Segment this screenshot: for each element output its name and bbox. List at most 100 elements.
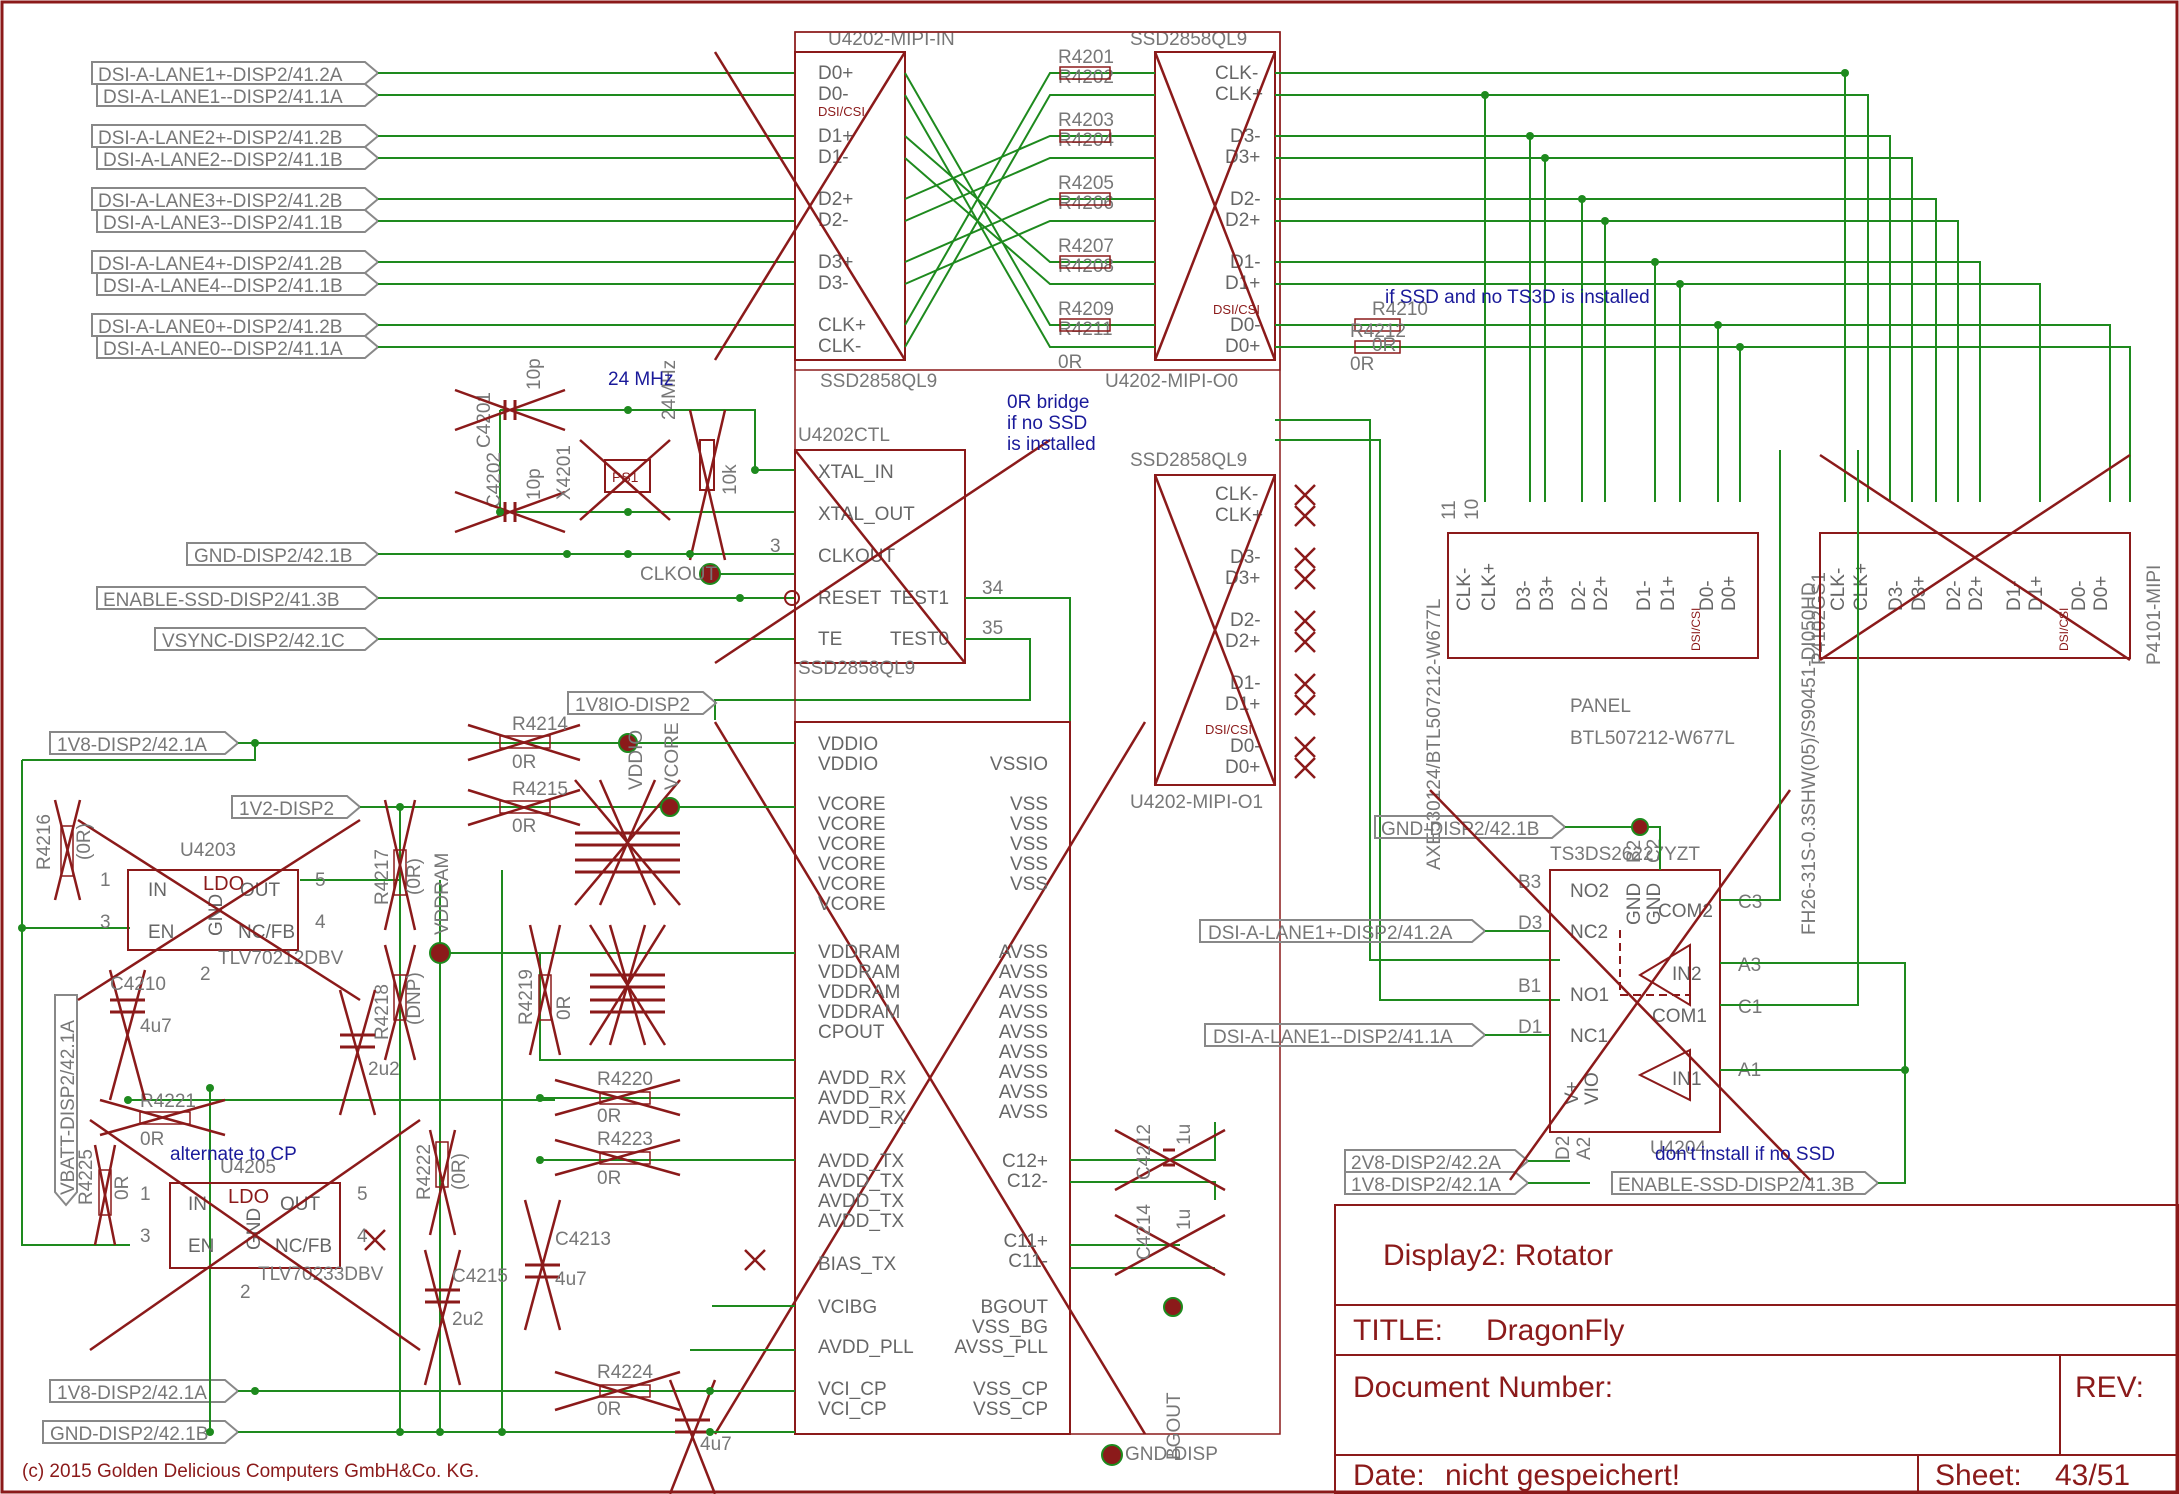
output-wires bbox=[1275, 72, 2131, 1001]
netlabel-2v8-r: 2V8-DISP2/42.2A bbox=[1344, 1149, 1530, 1174]
bridge-note: 0R bridge bbox=[1007, 392, 1089, 413]
pin-number: 2 bbox=[200, 964, 211, 985]
resistor-value: 0R bbox=[597, 1106, 621, 1127]
netlabel-text: GND-DISP2/42.1B bbox=[1381, 819, 1539, 840]
netlabel-text: 1V8-DISP2/42.1A bbox=[1351, 1175, 1501, 1196]
pin-label: D3+ bbox=[1225, 568, 1260, 589]
power-pin-label: C11- bbox=[1008, 1251, 1048, 1272]
u4205-body bbox=[169, 1182, 341, 1269]
resistor-value: (0R) bbox=[449, 1153, 470, 1190]
power-pin-label: AVDD_TX bbox=[818, 1171, 905, 1192]
pin-label: D3+ bbox=[818, 252, 853, 273]
resistor-value: 0R bbox=[1372, 335, 1396, 356]
netlabel-text: DSI-A-LANE2--DISP2/41.1B bbox=[103, 150, 343, 171]
u4202-ctl: U4202CTL SSD2858QL9 XTAL_IN XTAL_OUT CLK… bbox=[714, 425, 1071, 785]
sheet-label: Sheet: bbox=[1935, 1459, 2022, 1492]
pin-label: D1+ bbox=[1658, 576, 1679, 611]
resistor-label: R4206 bbox=[1058, 193, 1114, 214]
pin-label: IN bbox=[188, 1194, 207, 1215]
netlabel-lane4p: DSI-A-LANE4+-DISP2/41.2B bbox=[91, 250, 380, 275]
pin-label: CLK+ bbox=[1479, 563, 1500, 611]
power-pin-label: VSS bbox=[1010, 794, 1048, 815]
pin-label: D0- bbox=[1230, 736, 1261, 757]
netlabel-lane2m: DSI-A-LANE2--DISP2/41.1B bbox=[96, 146, 380, 171]
pin-label: D0+ bbox=[2091, 576, 2112, 611]
pin-tag: DSI/CSI bbox=[1205, 722, 1252, 737]
gnd-testpoint bbox=[1101, 1444, 1123, 1466]
power-pin-label: VDDRAM bbox=[818, 1002, 900, 1023]
netlabel-lane3p: DSI-A-LANE3+-DISP2/41.2B bbox=[91, 187, 380, 212]
netlabel-text: GND-DISP2/42.1B bbox=[194, 546, 352, 567]
resistor-label: R4221 bbox=[140, 1091, 196, 1112]
resistor-label: R4225 bbox=[76, 1149, 97, 1205]
pin-label: D0+ bbox=[1225, 336, 1260, 357]
resistor-value: 0R bbox=[554, 996, 575, 1020]
cap-value: 4u7 bbox=[700, 1434, 732, 1455]
resistor-label: R4202 bbox=[1058, 67, 1114, 88]
u4202-o1-title: SSD2858QL9 bbox=[1130, 450, 1247, 471]
netlabel-text: ENABLE-SSD-DISP2/41.3B bbox=[1618, 1175, 1855, 1196]
netlabel-en-r: ENABLE-SSD-DISP2/41.3B bbox=[1611, 1171, 1880, 1196]
u4202-mipi-in: U4202-MIPI-IN SSD2858QL9 D0+ D0- DSI/CSI… bbox=[713, 29, 1281, 392]
cap-label: C4212 bbox=[1134, 1124, 1155, 1180]
pin-label: D1- bbox=[818, 147, 849, 168]
pin-label: EN bbox=[148, 922, 174, 943]
crystal-label: X4201 bbox=[554, 445, 575, 500]
netlabel-text: DSI-A-LANE4--DISP2/41.1B bbox=[103, 276, 343, 297]
pin-number: 5 bbox=[315, 870, 326, 891]
power-pin-label: AVSS_PLL bbox=[954, 1337, 1048, 1358]
netlabel-vsync: VSYNC-DISP2/42.1C bbox=[154, 627, 380, 652]
power-pin-label: VSS_CP bbox=[973, 1399, 1048, 1420]
pin-label: D2+ bbox=[1591, 576, 1612, 611]
pin-label: CLK- bbox=[818, 336, 861, 357]
netlabel-text: VBATT-DISP2/42.1A bbox=[58, 1020, 79, 1195]
pin-number: 1 bbox=[100, 870, 111, 891]
netlabel-text: 1V2-DISP2 bbox=[239, 799, 334, 820]
u4202-power bbox=[713, 31, 1281, 1435]
c12-c11-caps: C4212 1u C4214 1u bbox=[1070, 1122, 1226, 1277]
power-pin-label: BGOUT bbox=[980, 1297, 1048, 1318]
ldo-tag: LDO bbox=[203, 873, 244, 895]
ssd-ts3d-note: if SSD and no TS3D is installed bbox=[1385, 287, 1650, 308]
resistor-label: R4203 bbox=[1058, 110, 1114, 131]
switch-ref: U4204 bbox=[1650, 1138, 1706, 1159]
power-pin-label: BIAS_TX bbox=[818, 1254, 896, 1275]
power-pin-label: VSS_BG bbox=[972, 1317, 1048, 1338]
power-pin-label: VSS bbox=[1010, 854, 1048, 875]
pin-label: EN bbox=[188, 1236, 214, 1257]
pin-number: 4 bbox=[357, 1226, 368, 1247]
netlabel-lane3m: DSI-A-LANE3--DISP2/41.1B bbox=[96, 209, 380, 234]
pin-label: D2+ bbox=[818, 189, 853, 210]
pin-number: 4 bbox=[315, 912, 326, 933]
u4204-switch: GND-DISP2/42.1B DSI-A-LANE1+-DISP2/41.2A… bbox=[1199, 450, 1909, 1196]
pin-number: 34 bbox=[982, 578, 1004, 599]
netlabel-lane1p-r: DSI-A-LANE1+-DISP2/41.2A bbox=[1199, 919, 1487, 944]
pin-label: GND bbox=[1644, 883, 1665, 925]
pin-label: NC1 bbox=[1570, 1026, 1608, 1047]
u4202-o0-part: U4202-MIPI-O0 bbox=[1105, 371, 1238, 392]
cap-label: C4215 bbox=[452, 1266, 508, 1287]
resistor-value: 0R bbox=[512, 752, 536, 773]
cap-value: 2u2 bbox=[452, 1309, 484, 1330]
frequency-note: 24 MHz bbox=[608, 369, 673, 390]
r4210-r4212: R4210 R4212 0R 0R if SSD and no TS3D is … bbox=[1350, 287, 1650, 375]
power-pin-label: AVSS bbox=[999, 1082, 1048, 1103]
resistor-label: R4218 bbox=[372, 984, 393, 1040]
pin-label: D1- bbox=[1230, 252, 1261, 273]
pin-label: XTAL_IN bbox=[818, 462, 894, 483]
pin-number: D3 bbox=[1518, 913, 1542, 934]
pin-number: 5 bbox=[357, 1184, 368, 1205]
netlabel-text: DSI-A-LANE2+-DISP2/41.2B bbox=[98, 128, 342, 149]
power-pin-label: VDDRAM bbox=[818, 942, 900, 963]
pin-label: D3+ bbox=[1225, 147, 1260, 168]
pin-label: NC/FB bbox=[275, 1236, 332, 1257]
netlabel-1v8io: 1V8IO-DISP2 bbox=[567, 691, 718, 716]
resistor-label: R4209 bbox=[1058, 299, 1114, 320]
pin-label: OUT bbox=[240, 880, 281, 901]
testpoint-label: VDDIO bbox=[626, 730, 647, 790]
panel-part: BTL507212-W677L bbox=[1570, 728, 1735, 749]
resistor-value: 0R bbox=[1350, 354, 1374, 375]
pin-label: CLK- bbox=[1828, 568, 1849, 611]
u4202-o1-part: U4202-MIPI-O1 bbox=[1130, 792, 1263, 813]
docnum-label: Document Number: bbox=[1353, 1371, 1613, 1404]
